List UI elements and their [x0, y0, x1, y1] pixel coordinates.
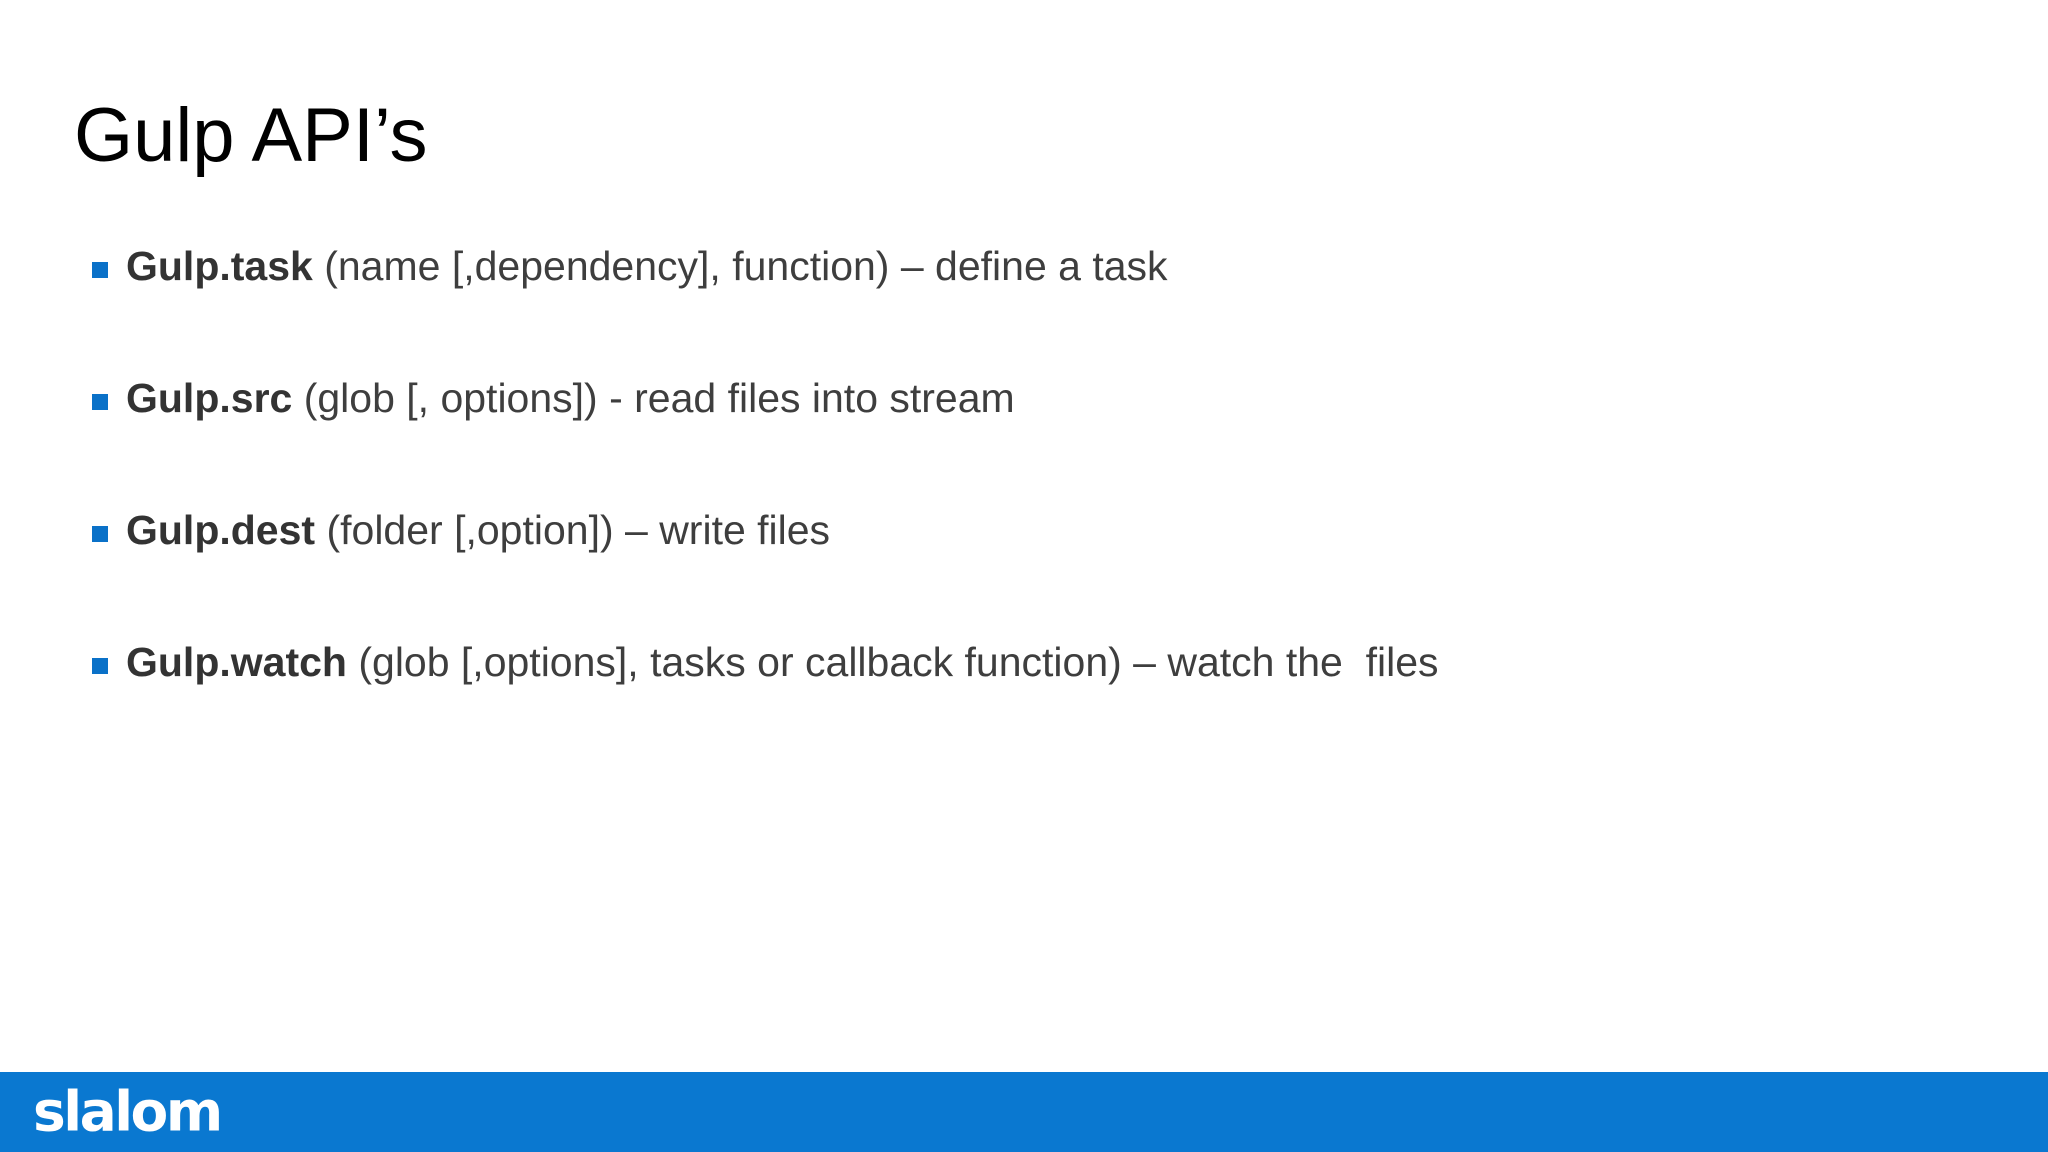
list-item: Gulp.task (name [,dependency], function)… — [88, 238, 1988, 294]
square-bullet-icon — [92, 526, 108, 542]
bullet-text: Gulp.task (name [,dependency], function)… — [126, 238, 1988, 294]
api-description: (glob [, options]) - read files into str… — [292, 375, 1015, 421]
slalom-logo: slalom — [33, 1079, 223, 1144]
bullet-text: Gulp.src (glob [, options]) - read files… — [126, 370, 1988, 426]
square-bullet-icon — [92, 262, 108, 278]
footer-bar: slalom — [0, 1072, 2048, 1152]
bullet-text: Gulp.watch (glob [,options], tasks or ca… — [126, 634, 1988, 690]
api-description: (glob [,options], tasks or callback func… — [346, 639, 1439, 685]
square-bullet-icon — [92, 658, 108, 674]
list-item: Gulp.watch (glob [,options], tasks or ca… — [88, 634, 1988, 690]
bullet-list: Gulp.task (name [,dependency], function)… — [88, 238, 1988, 690]
api-name: Gulp.dest — [126, 507, 316, 553]
list-item: Gulp.src (glob [, options]) - read files… — [88, 370, 1988, 426]
api-name: Gulp.src — [126, 375, 293, 421]
api-description: (folder [,option]) – write files — [315, 507, 831, 553]
api-name: Gulp.watch — [126, 639, 347, 685]
api-description: (name [,dependency], function) – define … — [312, 243, 1168, 289]
page-title: Gulp API’s — [74, 92, 428, 178]
square-bullet-icon — [92, 394, 108, 410]
list-item: Gulp.dest (folder [,option]) – write fil… — [88, 502, 1988, 558]
api-name: Gulp.task — [126, 243, 313, 289]
bullet-text: Gulp.dest (folder [,option]) – write fil… — [126, 502, 1988, 558]
